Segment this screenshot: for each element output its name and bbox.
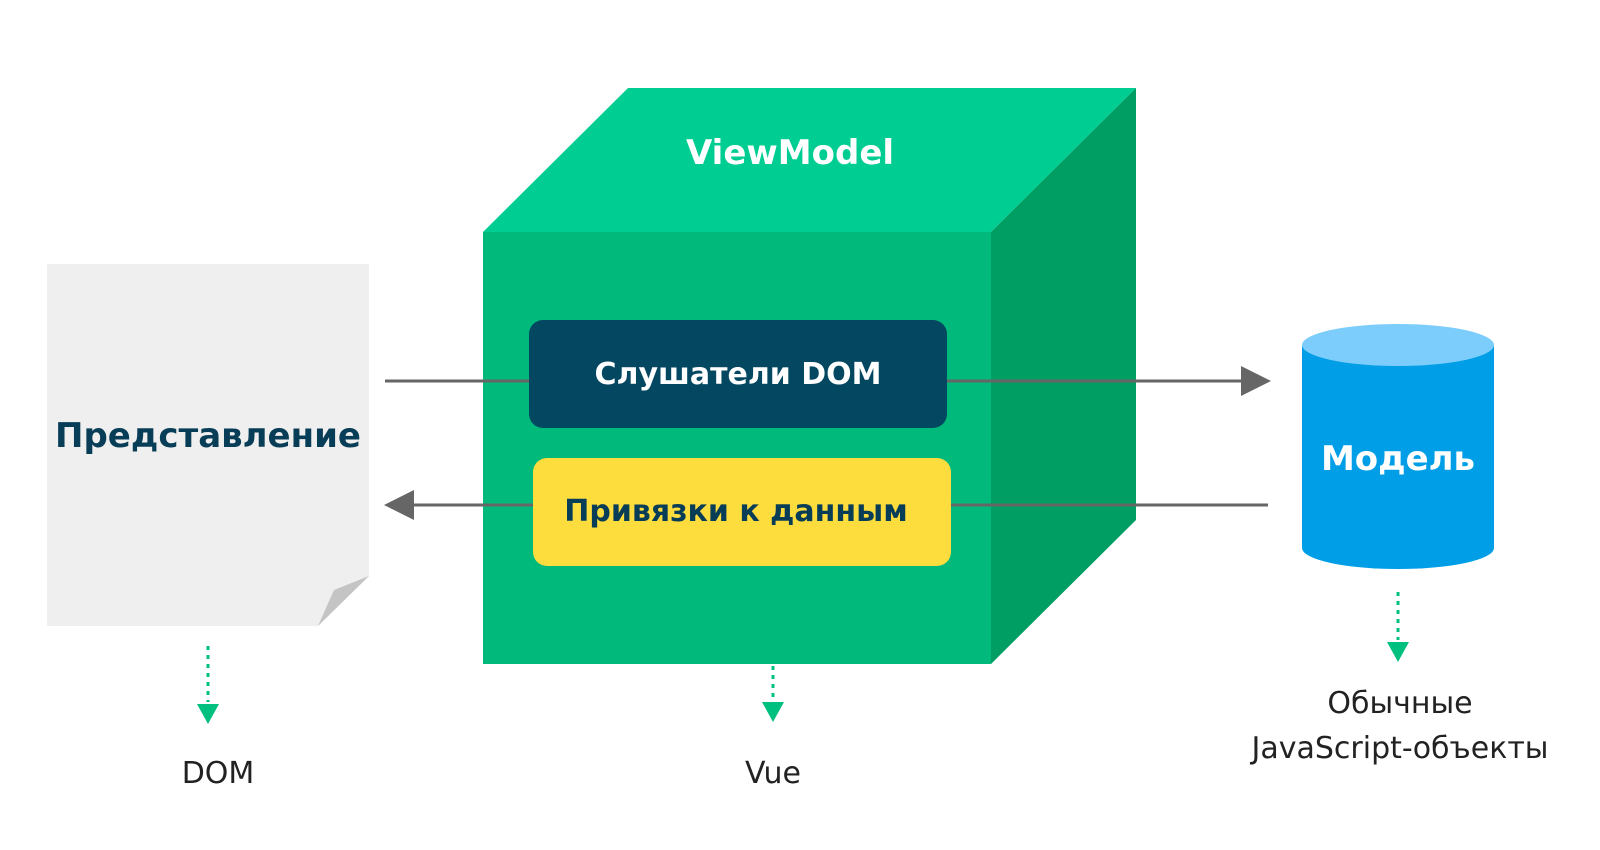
data-bindings-box: Привязки к данным (533, 458, 951, 566)
database-cylinder-icon (1302, 324, 1494, 569)
viewmodel-cube: ViewModel (483, 88, 1136, 664)
dotted-arrowhead-icon (762, 702, 784, 722)
folded-paper-icon (47, 264, 369, 626)
vue-dotted-arrow (762, 666, 784, 722)
dotted-arrowhead-icon (197, 704, 219, 724)
model-title: Модель (1321, 439, 1475, 479)
model-dotted-arrow (1387, 592, 1409, 662)
model-node: Модель (1302, 324, 1494, 569)
dom-dotted-arrow (197, 646, 219, 724)
dotted-arrowhead-icon (1387, 642, 1409, 662)
view-title: Представление (55, 416, 361, 456)
model-caption-line2: JavaScript-объекты (1250, 731, 1549, 766)
cube-front-face (483, 232, 991, 664)
vue-caption: Vue (745, 756, 801, 791)
dom-caption: DOM (182, 756, 255, 791)
model-caption-line1: Обычные (1327, 686, 1472, 721)
dom-listeners-label: Слушатели DOM (594, 357, 881, 392)
cube-side-face (991, 88, 1136, 664)
paper-fold-icon (318, 576, 369, 626)
data-bindings-label: Привязки к данным (564, 494, 908, 529)
cube-top-face (483, 88, 1136, 232)
dom-listeners-box: Слушатели DOM (529, 320, 947, 428)
view-node: Представление (47, 264, 369, 626)
viewmodel-title: ViewModel (686, 133, 894, 173)
